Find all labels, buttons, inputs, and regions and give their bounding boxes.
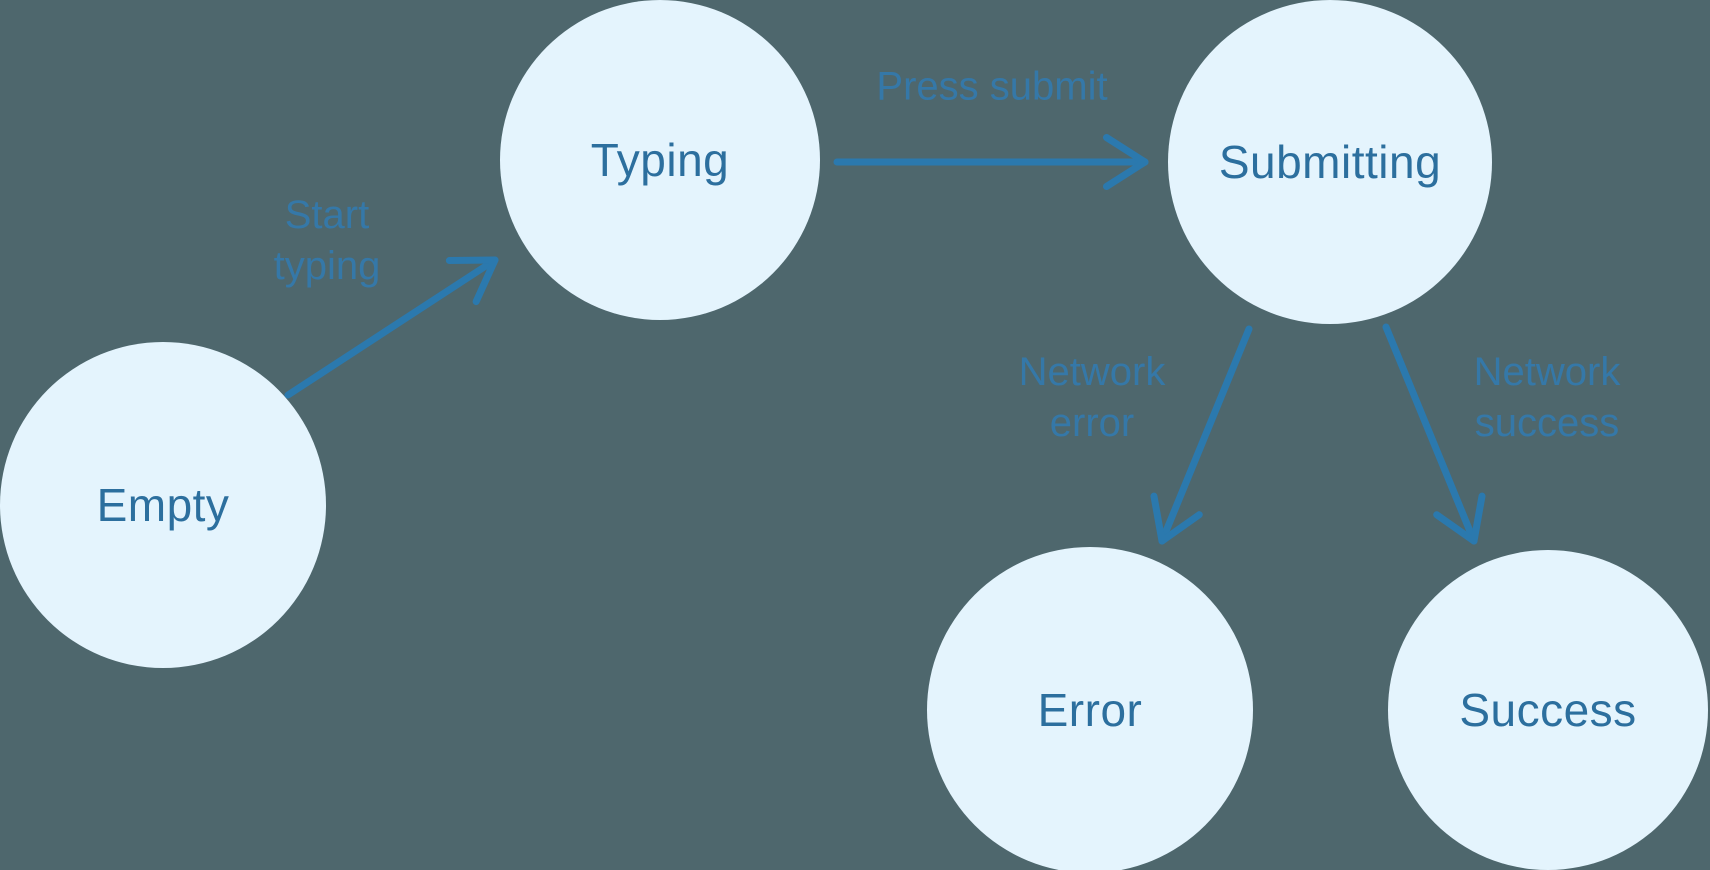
edge-label-line: Network (1473, 350, 1621, 394)
arrow-empty-to-typing (284, 256, 499, 399)
edge-label-line: success (1474, 401, 1620, 445)
state-label-empty: Empty (96, 479, 230, 531)
edge-label-press-submit: Press submit (876, 62, 1107, 113)
state-node-error: Error (927, 547, 1253, 870)
edge-label-line: error (1049, 401, 1135, 445)
edge-label-network-success: Network success (1474, 347, 1621, 449)
state-node-typing: Typing (500, 0, 820, 320)
state-node-success: Success (1388, 550, 1708, 870)
edge-label-line: Start (284, 193, 370, 237)
edge-label-network-error: Network error (1019, 347, 1166, 449)
arrow-submitting-to-error (1150, 325, 1253, 545)
edge-label-line: typing (273, 244, 381, 288)
state-label-typing: Typing (590, 134, 730, 186)
state-node-submitting: Submitting (1168, 0, 1492, 324)
edge-label-line: Network (1018, 350, 1166, 394)
arrow-submitting-to-success (1382, 323, 1486, 545)
edge-label-start-typing: Start typing (274, 190, 381, 292)
state-node-empty: Empty (0, 342, 326, 668)
state-label-submitting: Submitting (1218, 136, 1442, 188)
state-label-error: Error (1037, 684, 1143, 736)
edge-label-line: Press submit (876, 64, 1108, 109)
state-label-success: Success (1459, 684, 1637, 736)
